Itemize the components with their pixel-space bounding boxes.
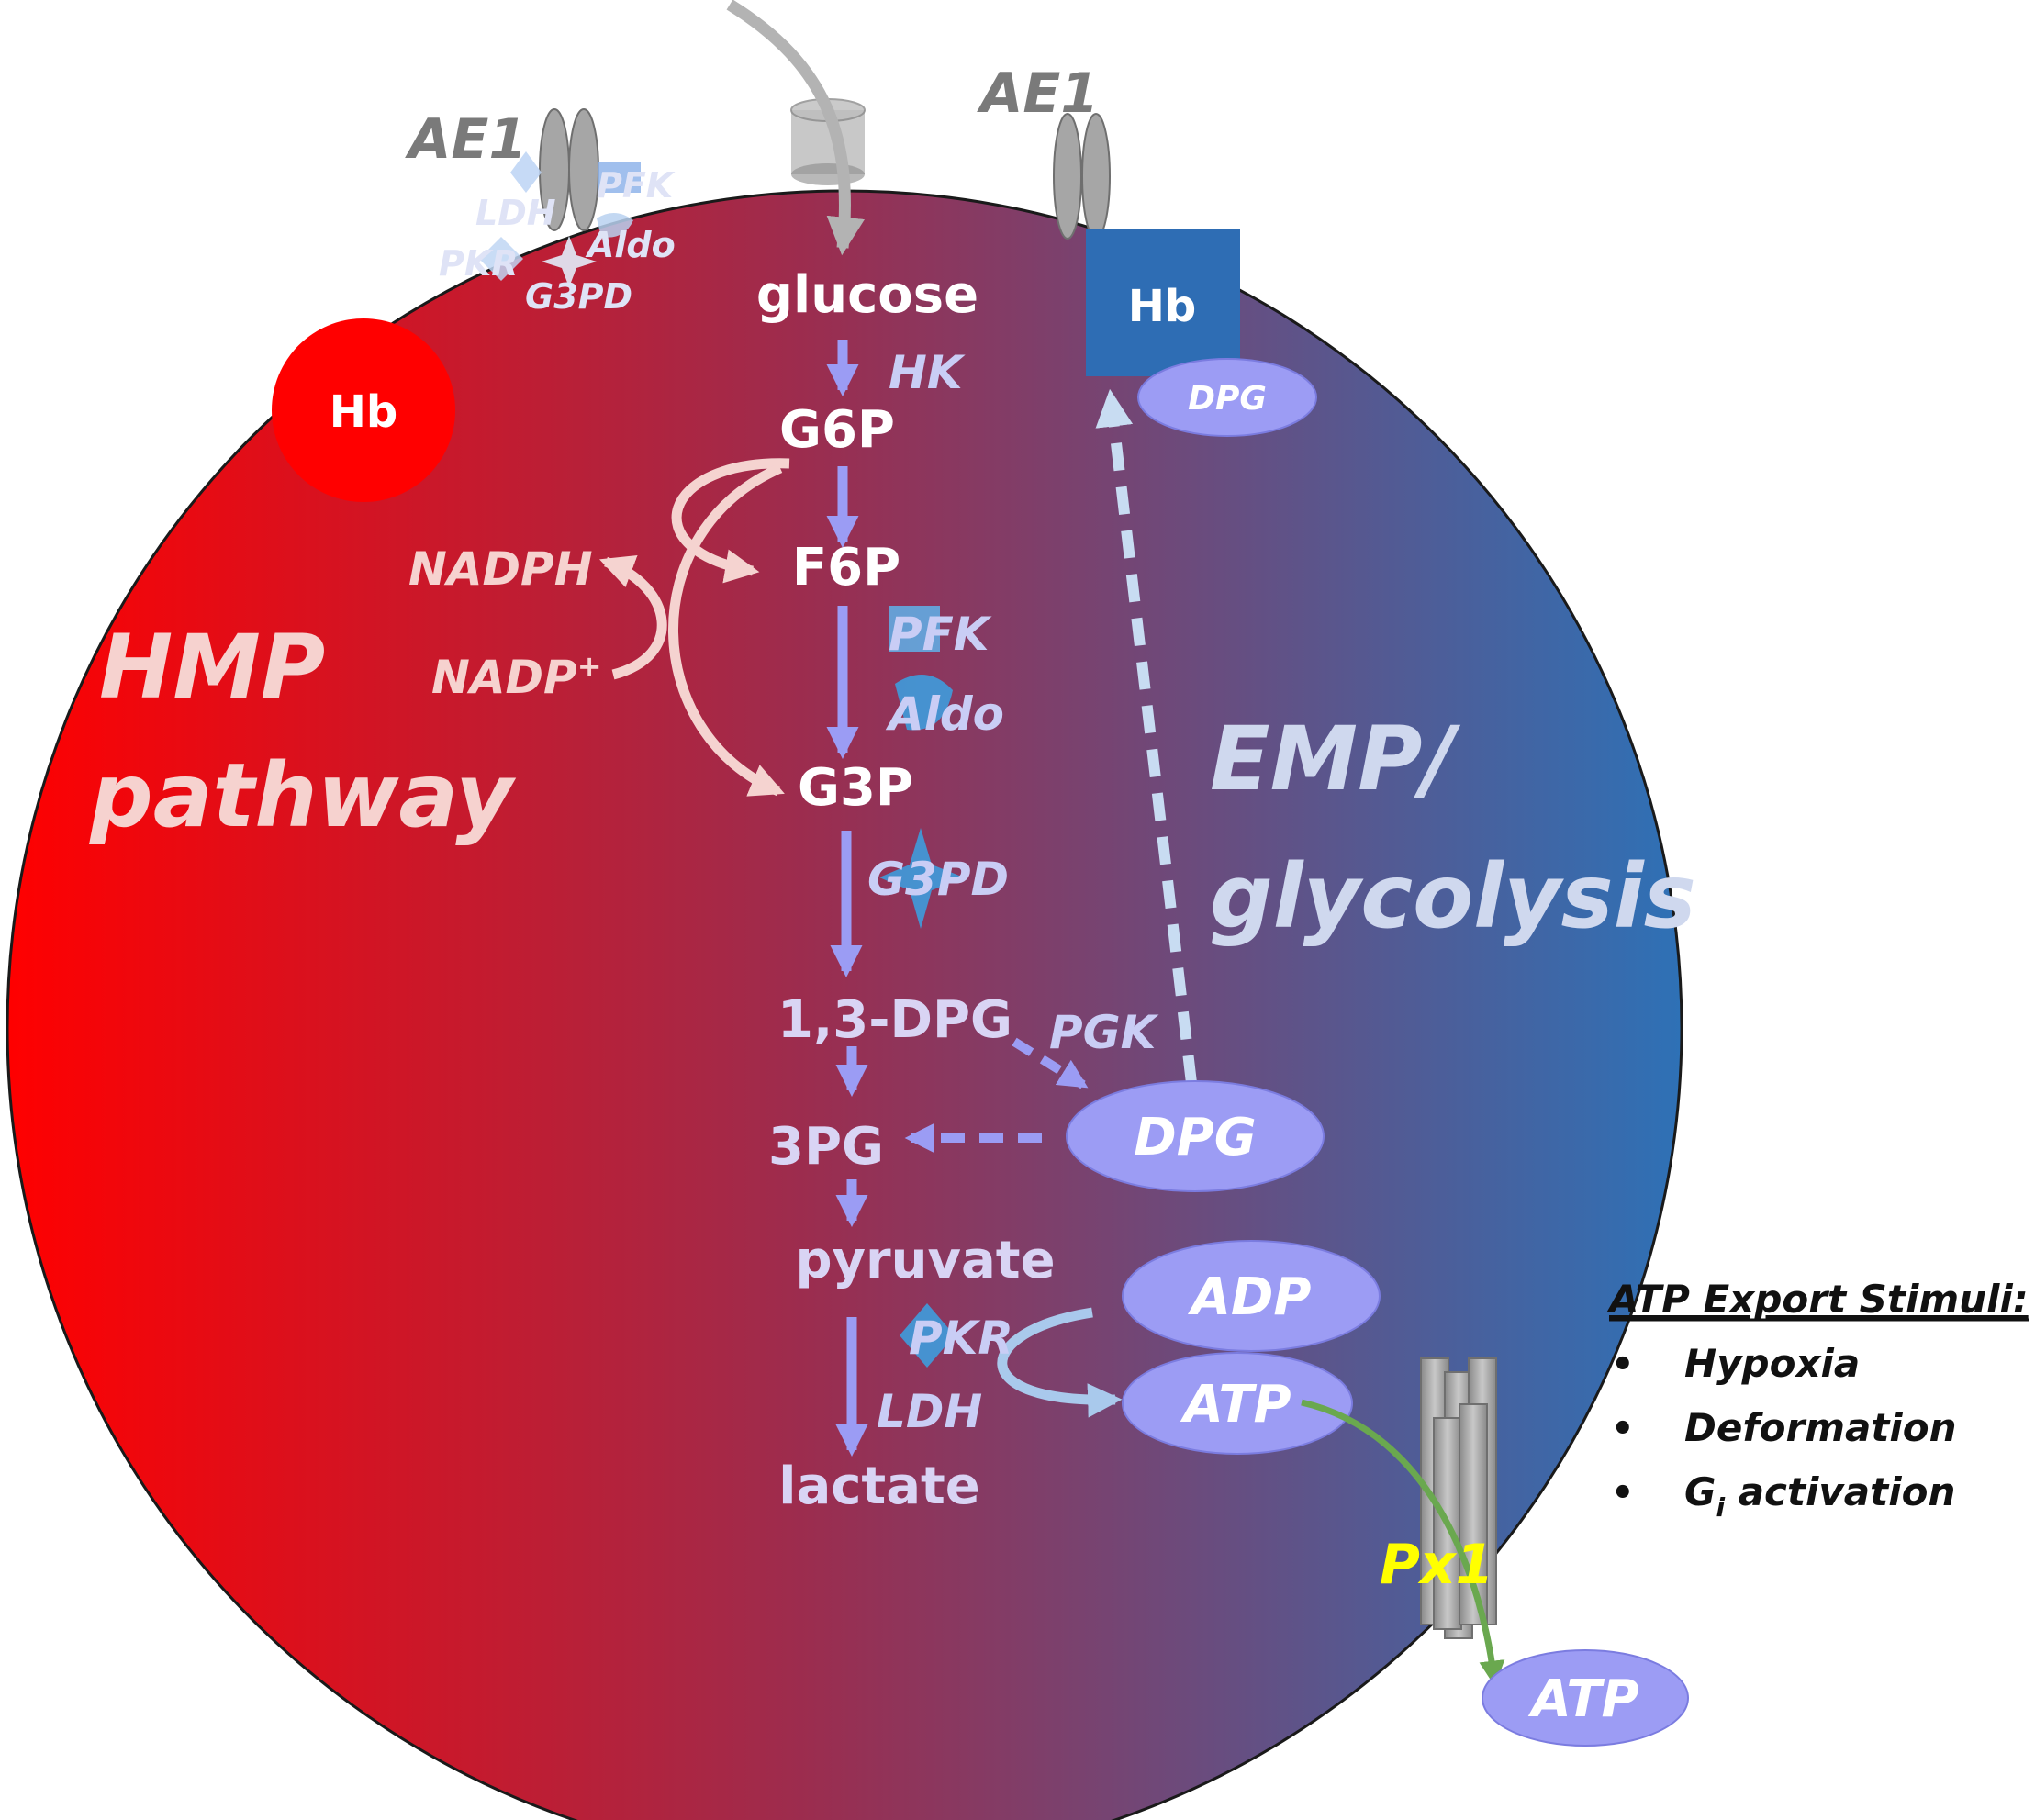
nadph-label: NADPH bbox=[408, 542, 593, 596]
gi-main: G bbox=[1684, 1469, 1716, 1514]
g3p-label: G3P bbox=[798, 758, 913, 818]
hk-label: HK bbox=[889, 346, 966, 399]
adp-label: ADP bbox=[1188, 1267, 1312, 1327]
g6p-label: G6P bbox=[779, 400, 895, 460]
px1-label: Px1 bbox=[1380, 1533, 1493, 1597]
atp-in-label: ATP bbox=[1180, 1375, 1291, 1435]
dpg-label: DPG bbox=[1134, 1108, 1257, 1167]
hb-dpg-ellipse bbox=[1137, 358, 1317, 437]
pkr-label: PKR bbox=[909, 1312, 1013, 1365]
hmp-title-line2: pathway bbox=[89, 744, 516, 847]
adp-to-atp-arrow bbox=[997, 1307, 1123, 1418]
atp-export-arrow bbox=[1301, 1399, 1505, 1687]
stimuli-item-deformation: Deformation bbox=[1684, 1405, 1957, 1450]
hb-free-icon bbox=[272, 318, 455, 502]
g3pd-star-icon bbox=[542, 236, 597, 287]
3pg-label: 3PG bbox=[768, 1117, 884, 1177]
pfk-label: PFK bbox=[889, 608, 992, 661]
complex-ldh-label: LDH bbox=[475, 193, 556, 233]
aldo-blob-icon bbox=[895, 675, 953, 731]
atp-export-stimuli: ATP Export Stimuli: • Hypoxia • Deformat… bbox=[1606, 1277, 2029, 1523]
hb-free-label: Hb bbox=[330, 386, 398, 438]
adp-ellipse bbox=[1122, 1240, 1381, 1352]
pkr-diamond-icon bbox=[900, 1303, 955, 1368]
emp-title-line2: glycolysis bbox=[1210, 845, 1696, 948]
stimuli-title: ATP Export Stimuli: bbox=[1606, 1277, 2029, 1322]
ldh-label: LDH bbox=[877, 1385, 982, 1438]
ae1-right-label: AE1 bbox=[977, 61, 1099, 126]
complex-pfk-label: PFK bbox=[597, 165, 676, 206]
complex-g3pd-label: G3PD bbox=[525, 276, 632, 317]
complex-aldo-label: Aldo bbox=[585, 225, 676, 265]
complex-pkr-label: PKR bbox=[439, 243, 519, 284]
ldh-diamond-icon bbox=[510, 151, 542, 193]
glucose-import-arrow bbox=[726, 0, 865, 256]
g3pd-star-icon bbox=[879, 828, 964, 929]
atp-in-ellipse bbox=[1122, 1352, 1353, 1455]
stimuli-bullet-2: • bbox=[1611, 1408, 1635, 1450]
pfk-square-icon bbox=[598, 162, 641, 193]
aldo-blob-icon bbox=[597, 212, 633, 238]
ae1-left-icon bbox=[539, 108, 599, 231]
nadp-label: NADP+ bbox=[431, 649, 602, 704]
nadp-main: NADP bbox=[431, 651, 577, 704]
aldo-label: Aldo bbox=[885, 687, 1004, 741]
stimuli-bullet-1: • bbox=[1611, 1344, 1635, 1386]
pgk-shunt-arrow bbox=[1012, 1037, 1089, 1089]
hb-bound-icon bbox=[1086, 229, 1240, 376]
pyruvate-label: pyruvate bbox=[795, 1231, 1055, 1290]
g3pd-label: G3PD bbox=[867, 853, 1009, 906]
nadp-superscript: + bbox=[577, 649, 602, 684]
pgk-label: PGK bbox=[1049, 1006, 1159, 1059]
stimuli-item-gi-activation: Gi activation bbox=[1684, 1469, 1955, 1523]
glycolysis-flux-arrows bbox=[826, 340, 868, 1457]
hb-dpg-label: DPG bbox=[1188, 380, 1267, 418]
membrane-enzyme-complex: LDH PFK Aldo PKR G3PD bbox=[439, 151, 676, 317]
hmp-shunt-arrows bbox=[598, 458, 790, 797]
gi-rest: activation bbox=[1725, 1469, 1955, 1514]
pfk-square-icon bbox=[889, 606, 940, 652]
dpg-to-hb-arrow bbox=[1095, 388, 1197, 1084]
pkr-diamond-icon bbox=[479, 237, 523, 281]
atp-out-label: ATP bbox=[1527, 1669, 1638, 1729]
glucose-label: glucose bbox=[756, 265, 978, 325]
stimuli-bullet-3: • bbox=[1611, 1472, 1635, 1514]
stimuli-item-hypoxia: Hypoxia bbox=[1684, 1341, 1860, 1386]
f6p-label: F6P bbox=[792, 538, 900, 597]
ae1-left-label: AE1 bbox=[405, 107, 527, 172]
gi-subscript: i bbox=[1716, 1492, 1725, 1523]
hb-bound-label: Hb bbox=[1128, 281, 1197, 332]
emp-title-line1: EMP/ bbox=[1210, 708, 1460, 810]
lactate-label: lactate bbox=[778, 1457, 980, 1516]
dpg-ellipse bbox=[1066, 1080, 1325, 1192]
dpg13-label: 1,3-DPG bbox=[777, 990, 1012, 1050]
ae1-right-icon bbox=[1053, 113, 1111, 240]
hmp-title-line1: HMP bbox=[99, 616, 325, 719]
atp-out-ellipse bbox=[1482, 1649, 1689, 1747]
